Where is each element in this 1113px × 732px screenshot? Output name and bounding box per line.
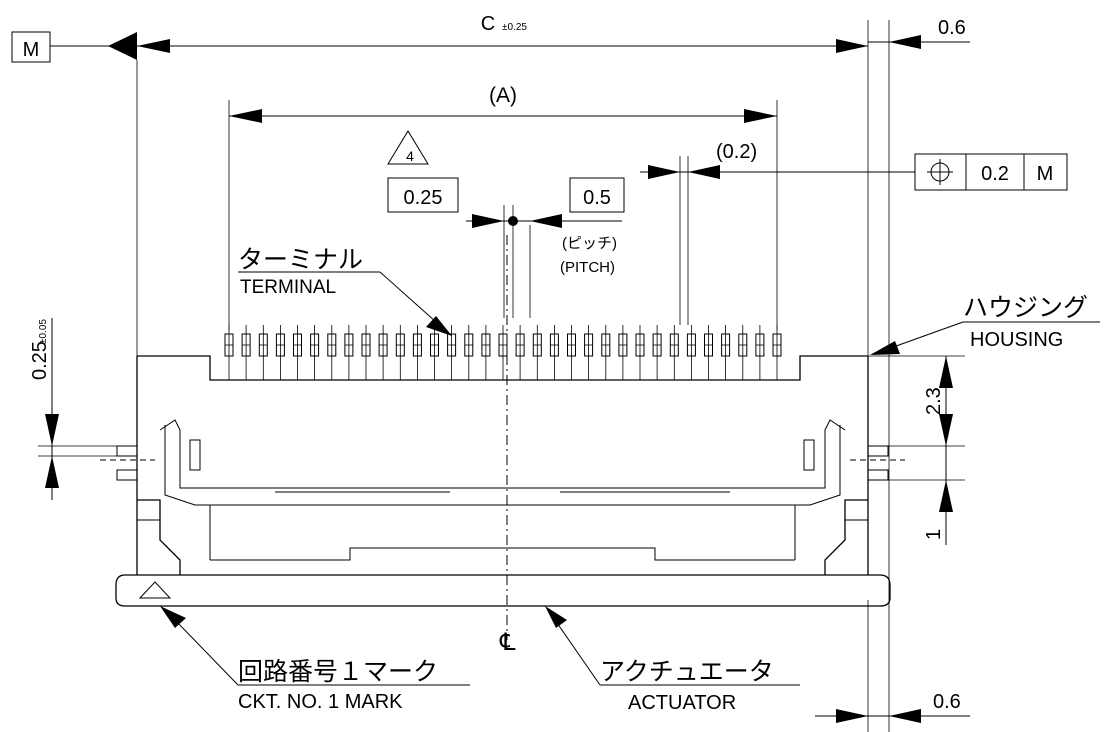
svg-text:M: M	[1037, 163, 1054, 185]
datum-triangle	[108, 32, 137, 60]
svg-text:ターミナル: ターミナル	[238, 246, 363, 274]
dim-left-thickness: 0.25 ±0.05	[29, 318, 117, 500]
svg-text:CKT. NO. 1 MARK: CKT. NO. 1 MARK	[238, 691, 403, 713]
left-solder-tabs	[100, 445, 155, 481]
actuator-body	[115, 574, 891, 607]
dim-pitch: 0.5 (ピッチ) (PITCH)	[503, 177, 625, 318]
dim-c-tol: ±0.25	[502, 22, 527, 33]
actuator-label: アクチュエータ ACTUATOR	[545, 606, 800, 714]
svg-text:0.6: 0.6	[938, 17, 966, 39]
svg-text:ACTUATOR: ACTUATOR	[628, 692, 736, 714]
svg-text:HOUSING: HOUSING	[970, 329, 1063, 351]
svg-text:0.25: 0.25	[404, 187, 443, 209]
svg-text:0.5: 0.5	[583, 187, 611, 209]
svg-text:回路番号１マーク: 回路番号１マーク	[238, 658, 438, 686]
svg-text:0.2: 0.2	[981, 163, 1009, 185]
svg-text:0.6: 0.6	[933, 691, 961, 713]
svg-text:1: 1	[923, 529, 945, 540]
dim-c-label: C	[481, 13, 495, 35]
dim-half-pitch: 0.25	[387, 177, 513, 228]
svg-text:TERMINAL: TERMINAL	[240, 277, 336, 298]
svg-text:(A): (A)	[489, 84, 517, 107]
svg-text:2.3: 2.3	[923, 387, 945, 415]
dim-c: C ±0.25	[108, 13, 869, 356]
terminal-row	[224, 325, 782, 380]
note-triangle: 4	[387, 130, 429, 165]
svg-text:アクチュエータ: アクチュエータ	[600, 658, 774, 686]
svg-text:M: M	[23, 39, 40, 61]
dim-a: (A)	[228, 84, 778, 330]
housing-body	[136, 355, 869, 575]
svg-text:(ピッチ): (ピッチ)	[562, 235, 617, 252]
dim-right-1: 1	[923, 480, 953, 540]
ckt-mark-label: 回路番号１マーク CKT. NO. 1 MARK	[160, 606, 470, 713]
svg-text:℄: ℄	[499, 629, 516, 656]
housing-label: ハウジング HOUSING	[870, 294, 1100, 355]
terminal-label: ターミナル TERMINAL	[238, 246, 452, 336]
dim-right-offset-top: 0.6	[868, 17, 970, 732]
datum-m-box: M	[11, 31, 110, 63]
svg-text:4: 4	[406, 148, 414, 164]
svg-text:0.25: 0.25	[29, 341, 51, 380]
centerline: ℄	[499, 235, 516, 656]
svg-text:(0.2): (0.2)	[716, 141, 757, 163]
ckt-mark-triangle	[138, 581, 172, 599]
svg-text:(PITCH): (PITCH)	[560, 259, 615, 276]
dim-right-2-3: 2.3	[868, 355, 965, 545]
dim-gap: (0.2)	[640, 141, 915, 325]
dim-right-offset-bottom: 0.6	[815, 600, 970, 732]
position-tolerance-frame: 0.2 M	[914, 153, 1068, 191]
svg-text:ハウジング: ハウジング	[963, 294, 1088, 322]
right-solder-tabs	[850, 445, 905, 481]
svg-text:±0.05: ±0.05	[38, 319, 49, 344]
